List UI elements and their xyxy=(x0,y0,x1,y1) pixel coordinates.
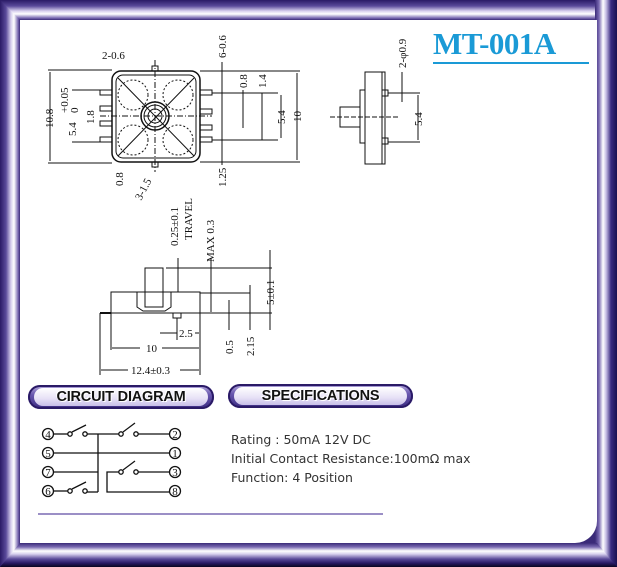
spec-function: Function: 4 Position xyxy=(231,470,353,485)
dim-label: 1.25 xyxy=(217,167,229,187)
dim-label: 1.8 xyxy=(85,110,97,124)
dim-label: 2-0.6 xyxy=(102,50,125,62)
dim-label: MAX 0.3 xyxy=(205,219,217,262)
divider xyxy=(38,513,383,515)
dim-label: 5.4 xyxy=(276,110,288,124)
side-view xyxy=(330,71,420,165)
frame-right xyxy=(595,0,617,567)
pin-label: 6 xyxy=(45,486,51,498)
dim-label: +0.05 xyxy=(59,87,71,113)
top-view xyxy=(48,60,300,172)
dim-label: 6-0.6 xyxy=(217,35,229,58)
dim-label: 5.4 xyxy=(67,122,79,136)
pin-label: 2 xyxy=(172,429,178,441)
frame-bottom xyxy=(0,543,617,567)
heading-label: CIRCUIT DIAGRAM xyxy=(56,389,186,405)
front-view-dimensions: 0.25±0.1 TRAVEL MAX 0.3 5±0.1 2.5 10 0.5… xyxy=(131,198,277,377)
dim-label: 2.5 xyxy=(179,328,193,340)
dim-label: 10 xyxy=(292,111,304,123)
pin-label: 1 xyxy=(172,448,178,460)
pin-label: 8 xyxy=(172,486,178,498)
dim-label: 0 xyxy=(69,107,81,113)
circuit-pin-labels: 4 2 5 1 7 3 6 8 xyxy=(45,429,178,498)
top-view-dimensions: 2-0.6 6-0.6 10.8 5.4 +0.05 0 1.8 0.8 1.4… xyxy=(44,35,304,203)
pin-label: 4 xyxy=(45,429,51,441)
specifications-heading: SPECIFICATIONS xyxy=(228,384,413,408)
dim-label: 2.15 xyxy=(245,336,257,356)
heading-label: SPECIFICATIONS xyxy=(261,388,380,404)
dim-label: 1.4 xyxy=(257,74,269,88)
dim-label: TRAVEL xyxy=(183,198,195,240)
side-view-dimensions: 2-φ0.9 5.4 xyxy=(397,38,425,126)
dim-label: 5.4 xyxy=(413,112,425,126)
circuit-diagram xyxy=(41,422,182,498)
dim-label: 10.8 xyxy=(44,108,56,128)
dim-label: 0.8 xyxy=(114,172,126,186)
dim-label: 12.4±0.3 xyxy=(131,365,171,377)
spec-contact-resistance: Initial Contact Resistance:100mΩ max xyxy=(231,451,471,466)
dim-label: 2-φ0.9 xyxy=(397,38,409,68)
dim-label: 3-1.5 xyxy=(133,176,155,202)
circuit-diagram-heading: CIRCUIT DIAGRAM xyxy=(28,385,214,409)
pin-label: 7 xyxy=(45,467,51,479)
dim-label: 0.8 xyxy=(238,74,250,88)
dim-label: 10 xyxy=(146,343,158,355)
dim-label: 0.5 xyxy=(224,340,236,354)
title-underline xyxy=(433,62,589,64)
spec-rating: Rating : 50mA 12V DC xyxy=(231,432,371,447)
front-view xyxy=(99,250,272,375)
pin-label: 5 xyxy=(45,448,51,460)
pin-label: 3 xyxy=(172,467,178,479)
specifications-list: Rating : 50mA 12V DC Initial Contact Res… xyxy=(231,430,471,487)
product-title: MT-001A xyxy=(433,26,556,61)
dim-label: 0.25±0.1 xyxy=(169,207,181,246)
dim-label: 5±0.1 xyxy=(265,280,277,305)
